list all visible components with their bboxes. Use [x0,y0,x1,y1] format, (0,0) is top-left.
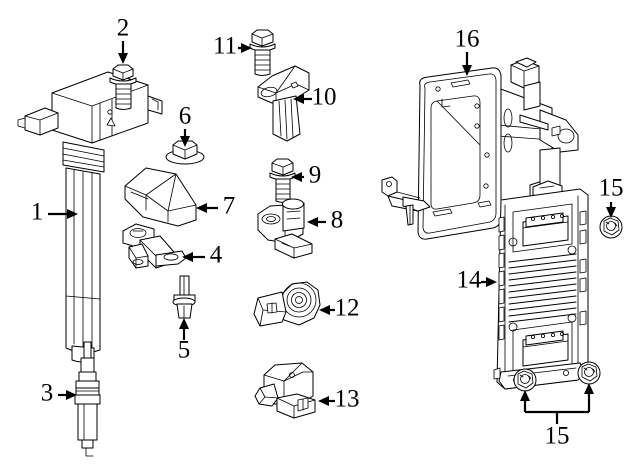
callout-label-8: 8 [331,207,344,234]
part-ecm-nut-lower-right [577,361,601,385]
callout-label-6: 6 [179,103,192,130]
part-map-sensor [254,362,316,419]
callout-label-14: 14 [457,267,483,294]
callout-label-11: 11 [213,33,237,60]
callout-label-1: 1 [31,199,44,226]
callout-label-12: 12 [335,295,360,322]
part-crankshaft-position-sensor [257,65,310,142]
part-camshaft-sensor-bolt [269,158,296,203]
part-spark-plug [74,341,101,457]
callout-label-15b: 15 [545,423,570,450]
part-ignition-coil-bolt [109,64,137,110]
callout-label-9: 9 [309,162,322,189]
part-sensor-stud [172,275,196,319]
part-camshaft-position-sensor [257,198,313,259]
part-ecm-nut-upper [599,215,623,239]
callout-label-4: 4 [210,242,223,269]
part-ecm-nut-lower-left [513,368,537,392]
callout-bracket-15 [520,383,594,424]
callout-label-13: 13 [335,386,360,413]
callout-label-2: 2 [117,15,130,42]
callout-label-5: 5 [178,337,191,364]
part-engine-control-module [493,180,589,390]
callout-label-10: 10 [312,84,337,111]
callout-leaders [48,41,616,406]
part-oil-pressure-sensor [122,223,187,269]
part-knock-sensor [253,281,321,327]
callout-label-7: 7 [223,193,236,220]
callout-labels: 1 2 3 4 5 6 7 8 9 10 11 12 13 14 15 15 1… [31,15,624,450]
part-coil-bracket [124,167,197,227]
part-flange-nut [165,140,205,165]
part-crankshaft-sensor-bolt [249,29,276,76]
callout-label-3: 3 [41,380,54,407]
part-ecm-mounting-bracket [381,57,579,240]
callout-label-15a: 15 [599,175,624,202]
callout-label-16: 16 [455,26,480,53]
